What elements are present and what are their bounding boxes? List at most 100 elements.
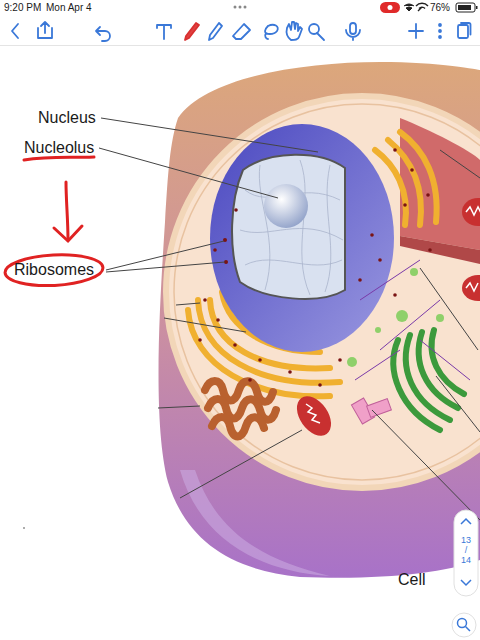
ribosome bbox=[234, 208, 238, 212]
ribosome bbox=[393, 148, 397, 152]
ribosome-dots bbox=[198, 148, 432, 387]
leader-line bbox=[106, 241, 224, 270]
leader-line bbox=[101, 118, 318, 152]
mitochondrion-crista bbox=[466, 207, 480, 215]
zoom-icon bbox=[466, 627, 471, 632]
leader-line bbox=[436, 376, 480, 432]
membrane-inner-line bbox=[174, 104, 480, 480]
status-date: Mon Apr 4 bbox=[46, 2, 92, 14]
ribosome bbox=[426, 193, 430, 197]
battery-level bbox=[458, 5, 471, 10]
mitochondrion-crista bbox=[466, 283, 478, 291]
part-label: Ribosomes bbox=[14, 261, 94, 279]
toolbar bbox=[12, 22, 471, 41]
part-label: Nucleolus bbox=[24, 139, 94, 157]
golgi-fold bbox=[212, 417, 264, 437]
figure-label: Cell bbox=[398, 571, 426, 589]
cytoskeleton bbox=[355, 260, 470, 380]
vesicle bbox=[375, 327, 381, 333]
vesicle bbox=[436, 314, 444, 322]
battery-tip bbox=[476, 6, 478, 9]
ribosome bbox=[358, 278, 362, 282]
leader-line bbox=[180, 430, 302, 498]
cut-face-edge bbox=[400, 236, 480, 264]
mitochondrion-crista bbox=[306, 404, 320, 423]
vesicles bbox=[347, 268, 444, 367]
centrioles bbox=[351, 398, 391, 424]
ribosome bbox=[198, 338, 202, 342]
leader-line bbox=[164, 318, 246, 332]
leader-line bbox=[372, 410, 480, 520]
leader-line bbox=[420, 268, 478, 350]
wifi-icon bbox=[416, 3, 428, 11]
ribosome bbox=[428, 248, 432, 252]
page-indicator bbox=[454, 510, 478, 596]
pages-icon bbox=[461, 23, 471, 35]
golgi bbox=[205, 381, 276, 437]
highlighter-icon bbox=[209, 23, 222, 40]
battery-percent: 76% bbox=[430, 2, 450, 14]
nucleus bbox=[210, 124, 394, 352]
ribosome bbox=[403, 203, 407, 207]
annotation-arrowhead bbox=[54, 226, 82, 241]
er-fold bbox=[388, 140, 421, 225]
more-icon bbox=[439, 24, 441, 26]
vesicle bbox=[347, 357, 357, 367]
eraser-icon bbox=[233, 24, 250, 39]
toolbar-divider bbox=[0, 45, 480, 46]
chromatin-strand bbox=[300, 160, 310, 295]
text-tool-icon bbox=[157, 25, 171, 39]
ribosome bbox=[258, 358, 262, 362]
annotation-underline bbox=[24, 157, 94, 160]
back-icon bbox=[12, 24, 18, 38]
leader-line bbox=[99, 148, 278, 198]
nucleolus bbox=[264, 184, 308, 228]
nucleus-cutaway bbox=[232, 155, 345, 299]
cytoplasm bbox=[166, 96, 480, 488]
cut-face bbox=[400, 118, 480, 250]
chromatin-strand bbox=[240, 228, 343, 240]
lasso-icon bbox=[265, 25, 278, 39]
zoom-button bbox=[452, 613, 476, 637]
ribosome bbox=[288, 370, 292, 374]
undo-icon bbox=[96, 27, 110, 41]
battery-icon bbox=[456, 3, 475, 12]
centriole bbox=[367, 399, 392, 418]
pages-icon bbox=[458, 25, 468, 38]
er-fold bbox=[400, 132, 437, 222]
ribosome bbox=[213, 248, 217, 252]
mic-icon bbox=[346, 30, 360, 40]
vesicle bbox=[410, 268, 418, 276]
page-count: 14 bbox=[454, 555, 478, 565]
record-icon bbox=[388, 5, 393, 10]
page-number: 13 bbox=[454, 535, 478, 545]
leader-line bbox=[440, 150, 480, 178]
laser-icon bbox=[317, 33, 324, 40]
zoom-icon bbox=[458, 619, 467, 628]
status-dot bbox=[234, 6, 237, 9]
record-icon bbox=[380, 2, 400, 13]
ribosome bbox=[393, 293, 397, 297]
mic-icon bbox=[350, 23, 356, 34]
mitochondrion bbox=[462, 275, 480, 301]
leader-line bbox=[158, 406, 200, 408]
share-icon bbox=[38, 22, 52, 38]
annotation-circle bbox=[4, 252, 103, 287]
leader-line bbox=[176, 303, 200, 305]
ribosome bbox=[216, 318, 220, 322]
mitochondria bbox=[290, 198, 480, 442]
page-down-icon bbox=[461, 580, 471, 585]
ribosome bbox=[370, 233, 374, 237]
more-icon bbox=[439, 30, 441, 32]
ribosome bbox=[378, 258, 382, 262]
chromatin bbox=[240, 160, 343, 295]
vesicle bbox=[396, 310, 408, 322]
page-separator: / bbox=[454, 545, 478, 555]
ribosome bbox=[318, 383, 322, 387]
annotation-arrow bbox=[66, 182, 68, 240]
filament bbox=[355, 260, 470, 380]
location-icon bbox=[404, 4, 414, 11]
ribosome bbox=[233, 343, 237, 347]
